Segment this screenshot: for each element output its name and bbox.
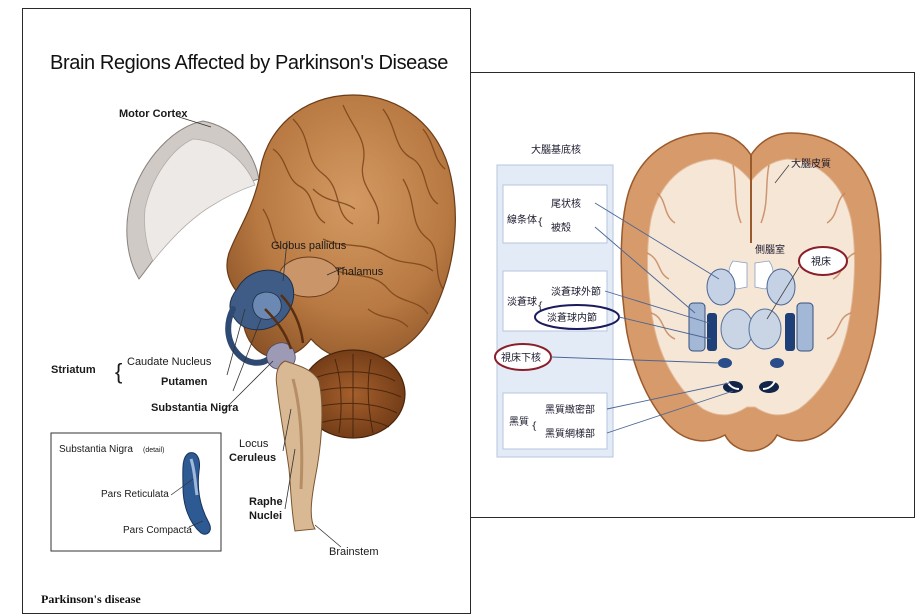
globus-pallidus-left xyxy=(707,313,717,351)
substantia-nigra-detail-box: Substantia Nigra (detail) Pars Reticulat… xyxy=(51,433,221,551)
striatum-brace: { xyxy=(115,359,122,384)
label-substantia-nigra: Substantia Nigra xyxy=(151,402,239,414)
legend-globus-pallidus: 淡蒼球 xyxy=(507,295,537,308)
caudate-right xyxy=(767,269,795,305)
label-thalamus: 視床 xyxy=(811,255,831,268)
label-ventricle: 側腦室 xyxy=(755,243,785,256)
legend-sn-compacta: 黑質緻密部 xyxy=(545,403,595,416)
label-ceruleus: Ceruleus xyxy=(229,452,276,464)
label-pars-reticulata: Pars Reticulata xyxy=(101,489,169,500)
parkinsons-brain-panel: Brain Regions Affected by Parkinson's Di… xyxy=(22,8,471,614)
basal-ganglia-coronal-panel: 大腦基底核 線条体 { 尾状核 被殼 淡蒼球 { 淡蒼球外節 淡蒼球内節 視床下… xyxy=(470,72,915,518)
thalamus-right xyxy=(749,309,781,349)
label-globus-pallidus: Globus pallidus xyxy=(271,240,347,252)
legend-gp-internal: 淡蒼球内節 xyxy=(547,311,597,324)
brainstem-structure xyxy=(276,361,322,531)
label-caudate-nucleus: Caudate Nucleus xyxy=(127,356,212,368)
label-motor-cortex: Motor Cortex xyxy=(119,108,188,120)
brace-substantia-nigra: { xyxy=(531,421,537,432)
subthalamic-right xyxy=(770,358,784,368)
thalamus-left xyxy=(721,309,753,349)
globus-pallidus-right xyxy=(785,313,795,351)
legend-hypothalamus: 視床下核 xyxy=(501,351,541,364)
label-cortex: 大腦皮質 xyxy=(791,157,831,170)
legend-striatum: 線条体 xyxy=(507,213,537,226)
label-locus: Locus xyxy=(239,438,269,450)
legend-group-substantia-nigra: 黑質 { 黑質緻密部 黑質網様部 xyxy=(503,393,607,449)
diagram-title: Brain Regions Affected by Parkinson's Di… xyxy=(50,52,448,74)
coronal-section-diagram: 大腦基底核 線条体 { 尾状核 被殼 淡蒼球 { 淡蒼球外節 淡蒼球内節 視床下… xyxy=(471,73,915,519)
detail-box-note: (detail) xyxy=(143,447,164,454)
legend-gp-external: 淡蒼球外節 xyxy=(551,285,601,298)
label-pars-compacta: Pars Compacta xyxy=(123,525,192,536)
label-brainstem: Brainstem xyxy=(329,546,379,558)
header-basal-ganglia: 大腦基底核 xyxy=(531,143,581,156)
globus-pallidus-structure xyxy=(253,292,282,319)
subthalamic-left xyxy=(718,358,732,368)
putamen-right xyxy=(797,303,813,351)
label-striatum: Striatum xyxy=(51,364,96,376)
detail-box-title: Substantia Nigra xyxy=(59,444,133,455)
legend-substantia-nigra: 黑質 xyxy=(509,415,529,428)
legend-group-globus-pallidus: 淡蒼球 { 淡蒼球外節 淡蒼球内節 xyxy=(503,271,619,331)
label-nuclei: Nuclei xyxy=(249,510,282,522)
label-putamen: Putamen xyxy=(161,376,208,388)
label-raphe: Raphe xyxy=(249,496,283,508)
figure-caption: Parkinson's disease xyxy=(41,592,141,606)
legend-sn-reticulata: 黑質網様部 xyxy=(545,427,595,440)
brain-sagittal-illustration: Brain Regions Affected by Parkinson's Di… xyxy=(23,9,472,615)
brace-striatum: { xyxy=(537,217,543,228)
legend-caudate: 尾状核 xyxy=(551,197,581,210)
label-thalamus: Thalamus xyxy=(335,266,384,278)
legend-putamen: 被殼 xyxy=(551,221,571,234)
legend-group-striatum: 線条体 { 尾状核 被殼 xyxy=(503,185,607,243)
